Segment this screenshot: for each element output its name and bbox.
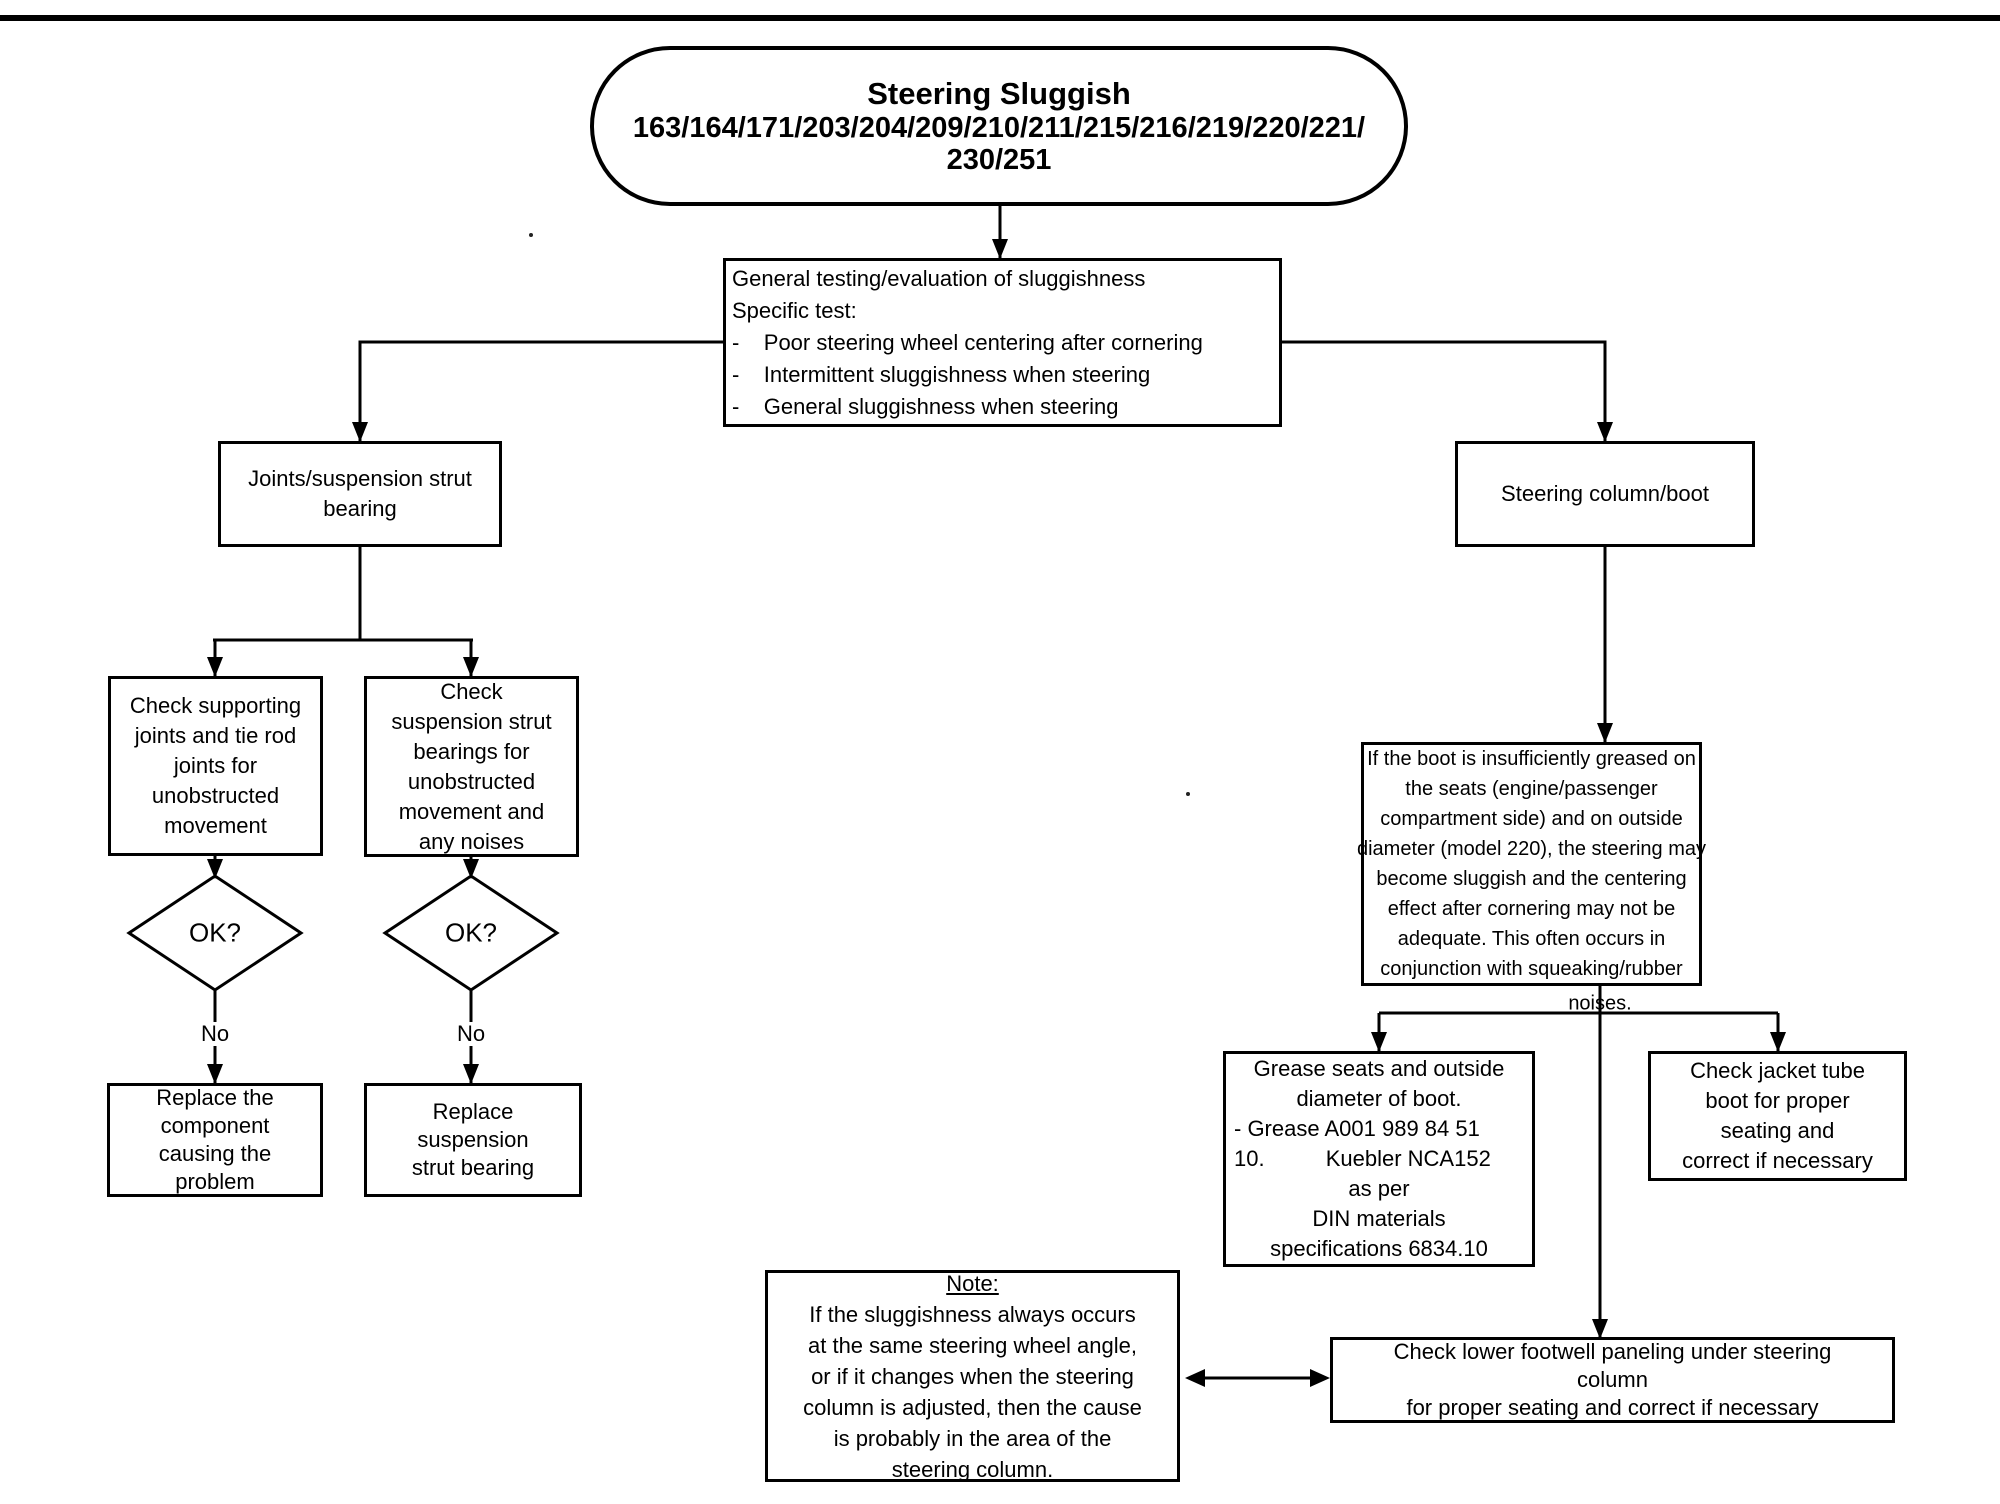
check-supporting-line: joints for: [173, 753, 258, 778]
model-codes-line1: 163/164/171/203/204/209/210/211/215/216/…: [632, 112, 1366, 144]
page-title: Steering Sluggish: [867, 76, 1131, 111]
general-testing-line: - Poor steering wheel centering after co…: [732, 329, 1203, 355]
check-footwell-paneling-node: Check lower footwell paneling under stee…: [1330, 1337, 1895, 1423]
boot-info-line: If the boot is insufficiently greased on: [1367, 748, 1696, 770]
joints-node-line: bearing: [323, 496, 397, 521]
scan-speck: [1186, 792, 1190, 796]
arrowhead-right: [1310, 1369, 1330, 1387]
replace-strut-line: strut bearing: [411, 1155, 535, 1180]
replace-component-line: component: [160, 1113, 270, 1138]
replace-strut-line: suspension: [417, 1127, 529, 1152]
grease-line: as per: [1348, 1176, 1410, 1201]
jacket-line: seating and: [1720, 1118, 1835, 1143]
no-label-left: No: [196, 1022, 234, 1046]
arrowhead-left: [1185, 1369, 1205, 1387]
check-supporting-line: joints and tie rod: [134, 723, 297, 748]
footwell-line: Check lower footwell paneling under stee…: [1393, 1339, 1832, 1364]
boot-info-line: compartment side) and on outside: [1380, 808, 1683, 830]
general-testing-line: - General sluggishness when steering: [732, 393, 1119, 419]
general-testing-line: - Intermittent sluggishness when steerin…: [732, 361, 1151, 387]
grease-line: - Grease A001 989 84 51: [1234, 1116, 1480, 1141]
boot-info-line: effect after cornering may not be: [1387, 898, 1676, 920]
joints-strut-bearing-node: Joints/suspension strut bearing: [218, 441, 502, 547]
replace-component-line: Replace the: [156, 1085, 274, 1110]
model-codes-line2: 230/251: [946, 144, 1052, 176]
note-line: column is adjusted, then the cause: [803, 1394, 1142, 1420]
boot-info-line: conjunction with squeaking/rubber: [1380, 958, 1683, 980]
boot-info-line: become sluggish and the centering: [1376, 868, 1687, 890]
boot-info-line: adequate. This often occurs in: [1397, 928, 1666, 950]
grease-line: diameter of boot.: [1296, 1086, 1462, 1111]
jacket-line: boot for proper: [1705, 1088, 1850, 1113]
check-strut-bearings-node: Check suspension strut bearings for unob…: [364, 676, 579, 857]
general-testing-line: General testing/evaluation of sluggishne…: [732, 265, 1146, 291]
grease-line: DIN materials: [1312, 1206, 1446, 1231]
connector-general-to-joints: [352, 340, 723, 442]
check-strut-line: unobstructed: [407, 768, 536, 794]
check-strut-line: any noises: [418, 828, 525, 854]
replace-strut-line: Replace: [432, 1099, 514, 1124]
note-line: is probably in the area of the: [833, 1425, 1112, 1451]
boot-info-overflow-word: noises.: [1568, 992, 1632, 1015]
replace-strut-bearing-node: Replace suspension strut bearing: [364, 1083, 582, 1197]
check-strut-line: movement and: [398, 798, 545, 824]
jacket-line: Check jacket tube: [1690, 1058, 1865, 1083]
ok-label-right: OK?: [444, 917, 498, 948]
boot-info-line: the seats (engine/passenger: [1405, 778, 1658, 800]
connector-general-to-steering-column: [1282, 340, 1613, 442]
note-line: or if it changes when the steering: [811, 1363, 1134, 1389]
steering-column-boot-label: Steering column/boot: [1501, 481, 1709, 506]
grease-seats-node: Grease seats and outside diameter of boo…: [1223, 1051, 1535, 1267]
replace-component-line: causing the: [158, 1141, 272, 1166]
note-line: If the sluggishness always occurs: [809, 1301, 1136, 1327]
title-node: Steering Sluggish 163/164/171/203/204/20…: [590, 46, 1408, 206]
replace-component-node: Replace the component causing the proble…: [107, 1083, 323, 1197]
check-strut-line: Check: [440, 678, 503, 704]
check-jacket-tube-node: Check jacket tube boot for proper seatin…: [1648, 1051, 1907, 1181]
check-supporting-line: Check supporting: [129, 693, 302, 718]
ok-label-left: OK?: [188, 917, 242, 948]
replace-component-line: problem: [175, 1169, 255, 1194]
check-strut-line: bearings for: [413, 738, 530, 764]
grease-line: Grease seats and outside: [1253, 1056, 1505, 1081]
page-top-rule: [0, 15, 2000, 21]
footwell-line: for proper seating and correct if necess…: [1406, 1395, 1819, 1420]
check-supporting-joints-node: Check supporting joints and tie rod join…: [108, 676, 323, 856]
footwell-line: column: [1577, 1367, 1648, 1392]
scan-speck: [529, 233, 533, 237]
check-supporting-line: unobstructed: [151, 783, 280, 808]
grease-line: specifications 6834.10: [1270, 1236, 1488, 1261]
check-strut-line: suspension strut: [391, 708, 552, 734]
grease-line: 10. Kuebler NCA152: [1234, 1146, 1491, 1171]
note-heading: Note:: [946, 1270, 999, 1296]
general-testing-line: Specific test:: [732, 297, 857, 323]
general-testing-node: General testing/evaluation of sluggishne…: [723, 258, 1282, 427]
steering-column-boot-node: Steering column/boot: [1455, 441, 1755, 547]
check-supporting-line: movement: [164, 813, 267, 838]
joints-node-line: Joints/suspension strut: [248, 466, 472, 491]
note-node: Note: If the sluggishness always occurs …: [765, 1270, 1180, 1482]
boot-info-line: diameter (model 220), the steering may: [1356, 838, 1707, 860]
note-line: at the same steering wheel angle,: [808, 1332, 1137, 1358]
no-label-right: No: [452, 1022, 490, 1046]
boot-grease-info-node: If the boot is insufficiently greased on…: [1357, 742, 1706, 986]
jacket-line: correct if necessary: [1682, 1148, 1873, 1173]
note-line: steering column.: [891, 1456, 1054, 1482]
